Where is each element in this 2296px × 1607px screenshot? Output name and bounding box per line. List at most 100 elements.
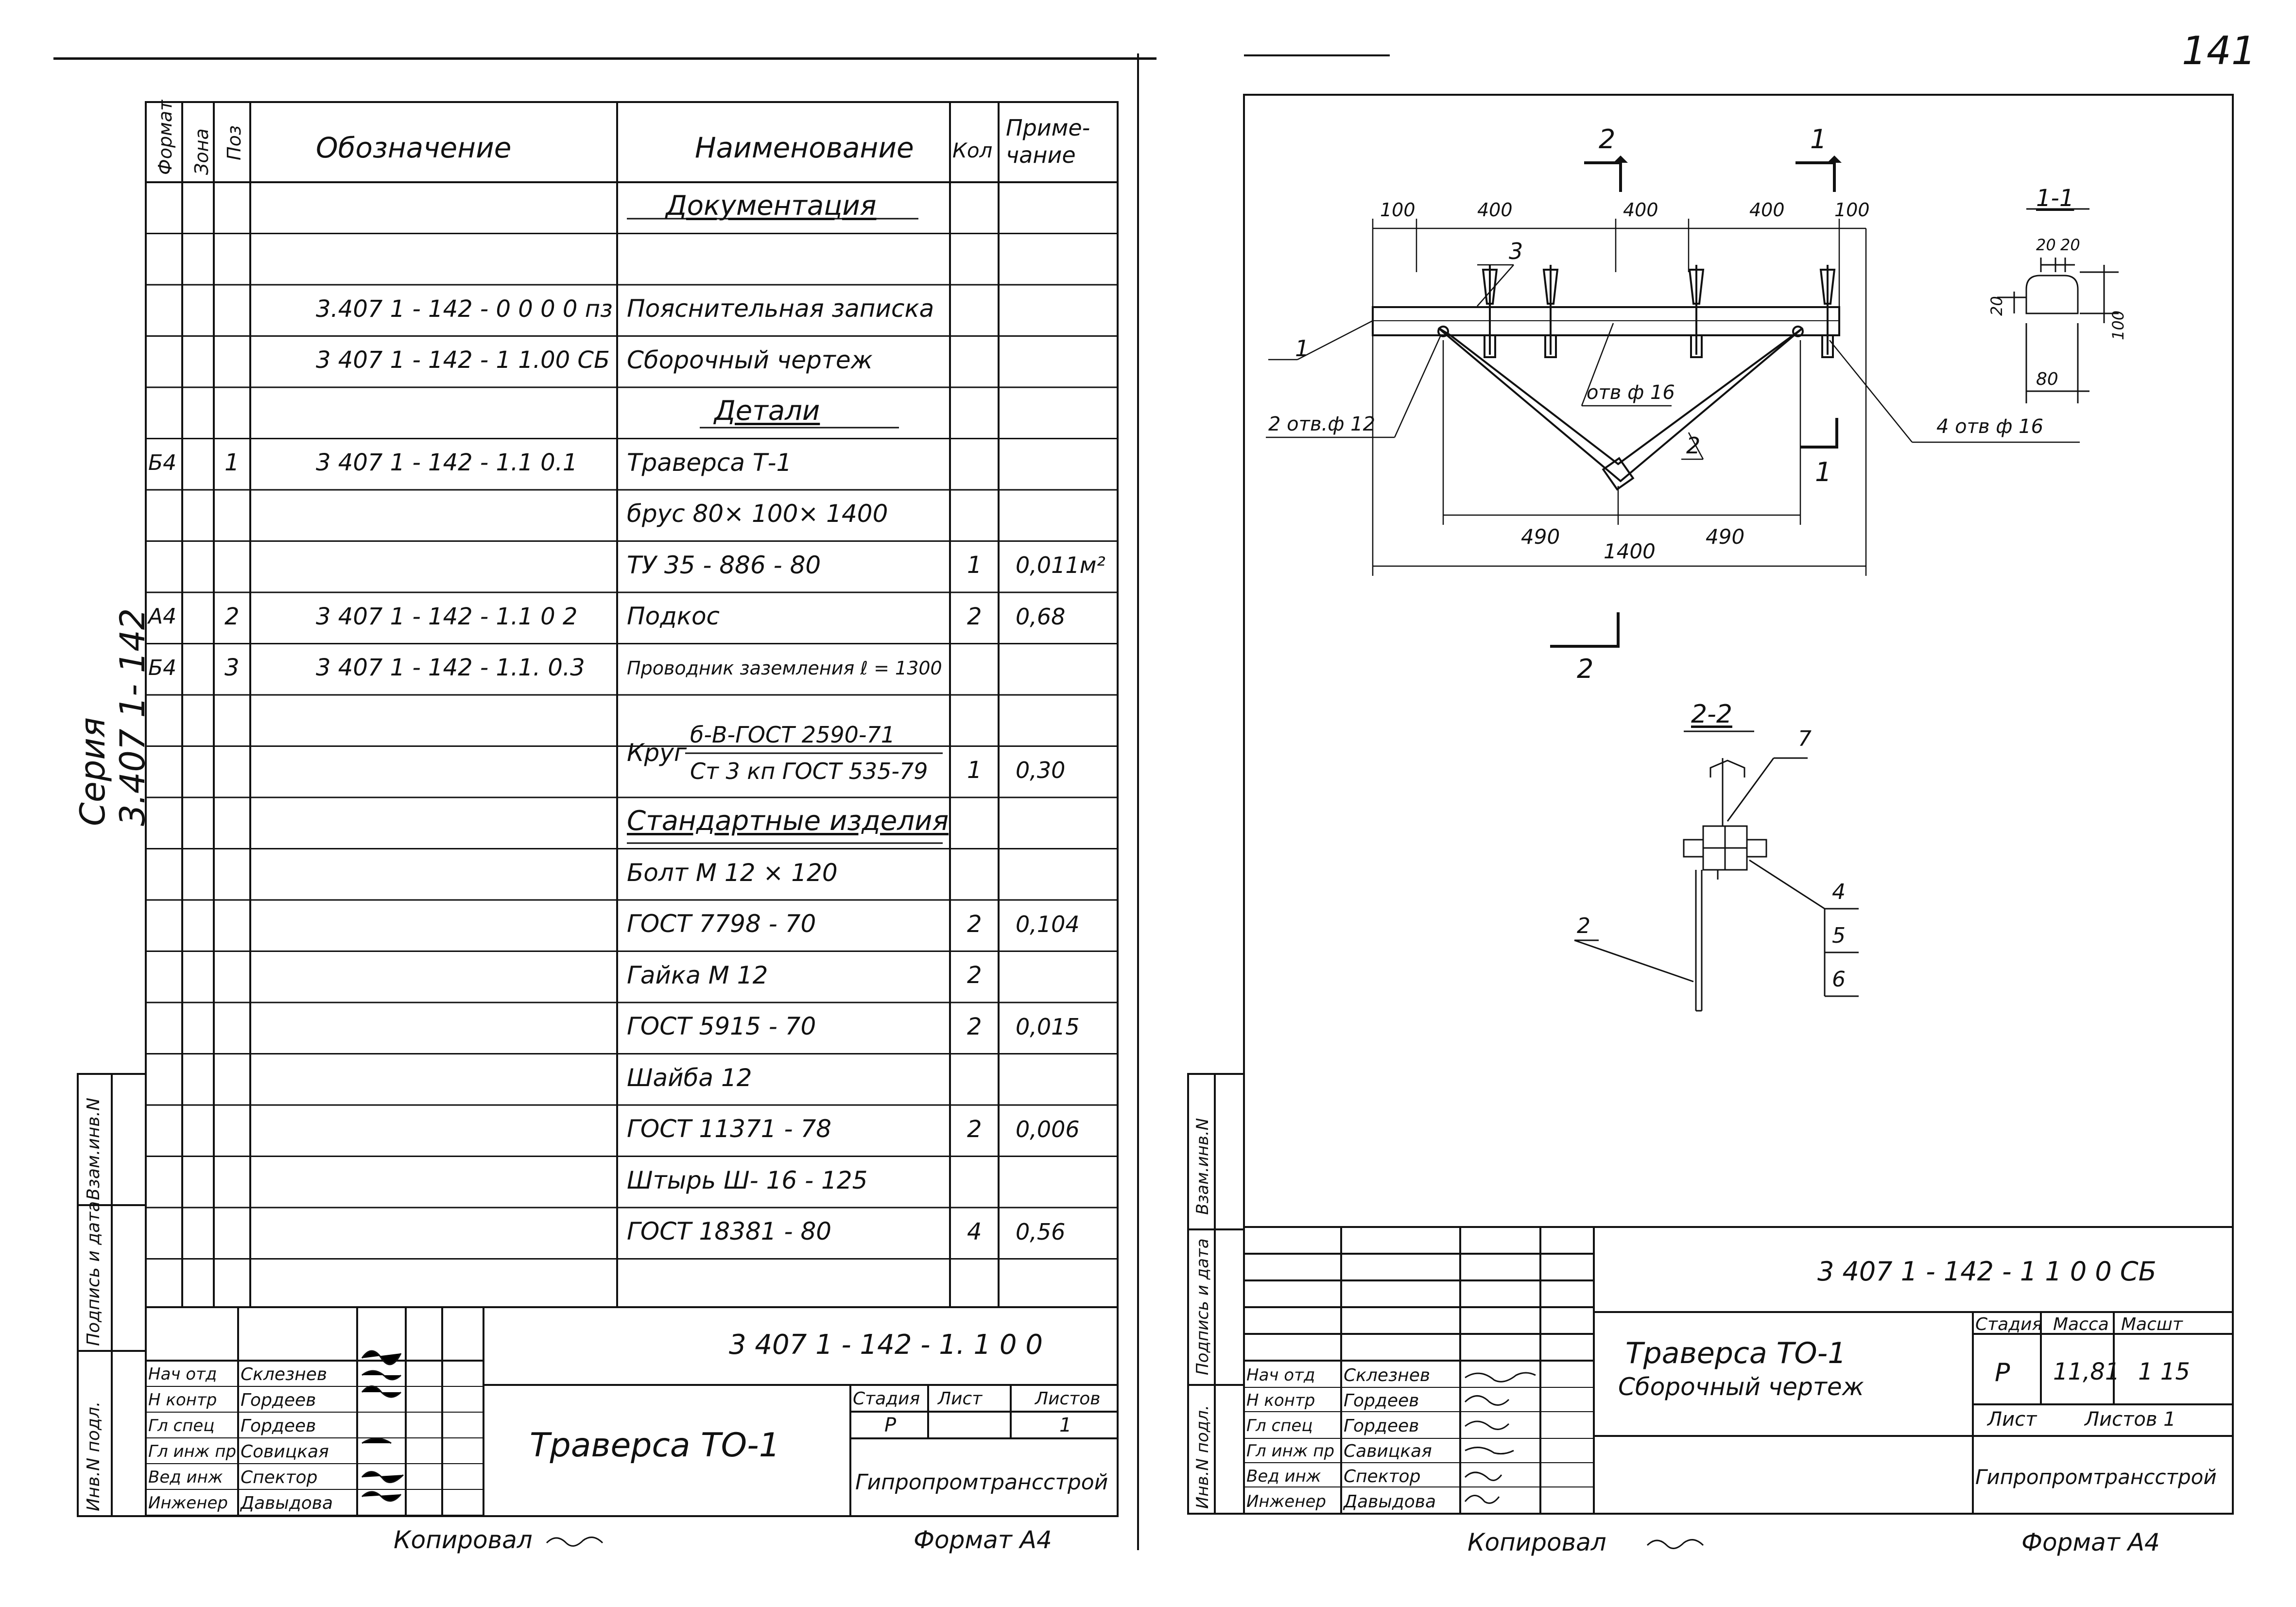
row-name: ГОСТ 5915 - 70 xyxy=(627,1012,816,1041)
sec22-label-4: 4 xyxy=(1832,880,1846,904)
sec22-label-7: 7 xyxy=(1798,726,1812,751)
tb-name: Давыдова xyxy=(241,1493,333,1513)
row-name: Подкос xyxy=(627,602,720,631)
right-scale-value: 1 15 xyxy=(2138,1358,2190,1385)
left-tb-title: Траверса ТО-1 xyxy=(530,1426,780,1465)
header-note-line1: Приме- xyxy=(1006,115,1090,141)
tb-name: Гордеев xyxy=(1344,1391,1419,1411)
row-note: 0,015 xyxy=(1016,1013,1080,1040)
tb-name: Давыдова xyxy=(1344,1492,1436,1512)
row-qty: 4 xyxy=(967,1218,982,1245)
right-sheets-label: Листов 1 xyxy=(2085,1408,2176,1431)
right-mass-label: Масса xyxy=(2053,1314,2109,1334)
tb-role: Гл спец xyxy=(1246,1416,1313,1435)
row-name: Пояснительная записка xyxy=(627,294,934,323)
right-doc-code: 3 407 1 - 142 - 1 1 0 0 СБ xyxy=(1817,1256,2157,1287)
section-mark-1-top: 1 xyxy=(1810,124,1827,155)
left-sheets-value: 1 xyxy=(1059,1414,1072,1436)
page-number: 141 xyxy=(2182,28,2256,73)
dim-400-a: 400 xyxy=(1477,199,1513,221)
row-qty: 2 xyxy=(967,962,982,989)
top-scan-line-right xyxy=(1244,54,1390,56)
row-pos: 1 xyxy=(224,449,240,477)
right-footer-copied: Копировал xyxy=(1467,1528,1606,1556)
tb-name: Гордеев xyxy=(1344,1416,1419,1436)
circle-spec-line1: б-В-ГОСТ 2590-71 xyxy=(690,722,895,748)
section-2-2-title: 2-2 xyxy=(1691,700,1732,729)
header-name: Наименование xyxy=(695,131,914,164)
callout-pos1: 1 xyxy=(1295,335,1310,362)
left-stage-label: Стадия xyxy=(853,1389,920,1409)
row-name: ТУ 35 - 886 - 80 xyxy=(627,551,821,579)
tb-role: Нач отд xyxy=(1246,1365,1315,1385)
row-name: брус 80× 100× 1400 xyxy=(627,500,888,528)
row-format: Б4 xyxy=(148,450,177,475)
tb-name: Спектор xyxy=(1344,1467,1421,1486)
row-note: 0,011м² xyxy=(1016,552,1105,579)
tb-name: Совицкая xyxy=(241,1442,329,1462)
row-format: Б4 xyxy=(148,655,177,680)
section-mark-1-bottom: 1 xyxy=(1815,457,1832,487)
row-pos: 3 xyxy=(224,654,240,682)
sec11-dim-20b: 20 xyxy=(2060,236,2080,254)
row-name: ГОСТ 7798 - 70 xyxy=(627,910,816,938)
left-sheet-label: Лист xyxy=(938,1389,983,1409)
right-title-line2: Сборочный чертеж xyxy=(1618,1373,1864,1401)
row-name: Стандартные изделия xyxy=(627,805,949,837)
row-note: 0,68 xyxy=(1016,603,1066,630)
right-mass-value: 11,81 xyxy=(2053,1358,2120,1385)
row-qty: 2 xyxy=(967,1115,982,1143)
row-name: Болт М 12 × 120 xyxy=(627,858,838,887)
callout-hole16: отв ф 16 xyxy=(1587,381,1675,404)
row-name: ГОСТ 11371 - 78 xyxy=(627,1115,832,1143)
row-name: Документация xyxy=(666,190,877,222)
dim-490-right: 490 xyxy=(1706,525,1745,549)
left-sheets-label: Листов xyxy=(1035,1389,1101,1409)
right-org: Гипропромтрансстрой xyxy=(1975,1465,2217,1489)
row-name: Детали xyxy=(714,395,820,427)
right-scale-label: Масшт xyxy=(2121,1314,2183,1334)
row-name: Траверса Т-1 xyxy=(627,448,792,477)
tb-role: Нач отд xyxy=(148,1365,217,1384)
tb-role: Инженер xyxy=(1246,1492,1326,1511)
right-sheet-label: Лист xyxy=(1987,1408,2037,1431)
tb-name: Склезнев xyxy=(1344,1365,1431,1385)
row-pos: 2 xyxy=(224,603,240,630)
row-name: Проводник заземления ℓ = 1300 xyxy=(627,657,942,679)
row-name: Штырь Ш- 16 - 125 xyxy=(627,1166,868,1194)
dim-490-left: 490 xyxy=(1521,525,1560,549)
dim-400-c: 400 xyxy=(1749,199,1785,221)
row-qty: 1 xyxy=(967,757,982,784)
row-qty: 2 xyxy=(967,1013,982,1040)
row-qty: 2 xyxy=(967,603,982,630)
sec22-label-6: 6 xyxy=(1832,967,1846,992)
row-format: А4 xyxy=(148,604,177,629)
row-name: Сборочный чертеж xyxy=(627,346,873,374)
callout-pos2: 2 xyxy=(1686,432,1701,459)
row-name: ГОСТ 18381 - 80 xyxy=(627,1217,832,1246)
right-title-line1: Траверса ТО-1 xyxy=(1625,1336,1847,1370)
tb-role: Гл инж пр xyxy=(148,1442,237,1461)
dim-1400: 1400 xyxy=(1604,539,1656,563)
row-note: 0,006 xyxy=(1016,1116,1080,1142)
sec22-label-2: 2 xyxy=(1577,914,1590,938)
tb-name: Спектор xyxy=(241,1468,318,1487)
section-mark-2-top: 2 xyxy=(1599,124,1616,155)
right-footer-format: Формат А4 xyxy=(2021,1528,2160,1556)
section-mark-2-bottom: 2 xyxy=(1577,654,1594,684)
row-name: Гайка М 12 xyxy=(627,961,768,989)
tb-role: Гл инж пр xyxy=(1246,1441,1335,1461)
right-stage-label: Стадия xyxy=(1975,1314,2043,1334)
row-designation: 3 407 1 - 142 - 1 1.00 СБ xyxy=(316,346,610,374)
left-doc-code: 3 407 1 - 142 - 1. 1 0 0 xyxy=(729,1329,1043,1361)
row-note: 0,56 xyxy=(1016,1218,1066,1245)
row-qty: 1 xyxy=(967,552,982,579)
row-designation: 3 407 1 - 142 - 1.1 0 2 xyxy=(316,603,578,630)
left-footer-copied: Копировал xyxy=(394,1526,533,1554)
tb-role: Вед инж xyxy=(148,1468,223,1487)
top-scan-line xyxy=(53,57,1157,60)
